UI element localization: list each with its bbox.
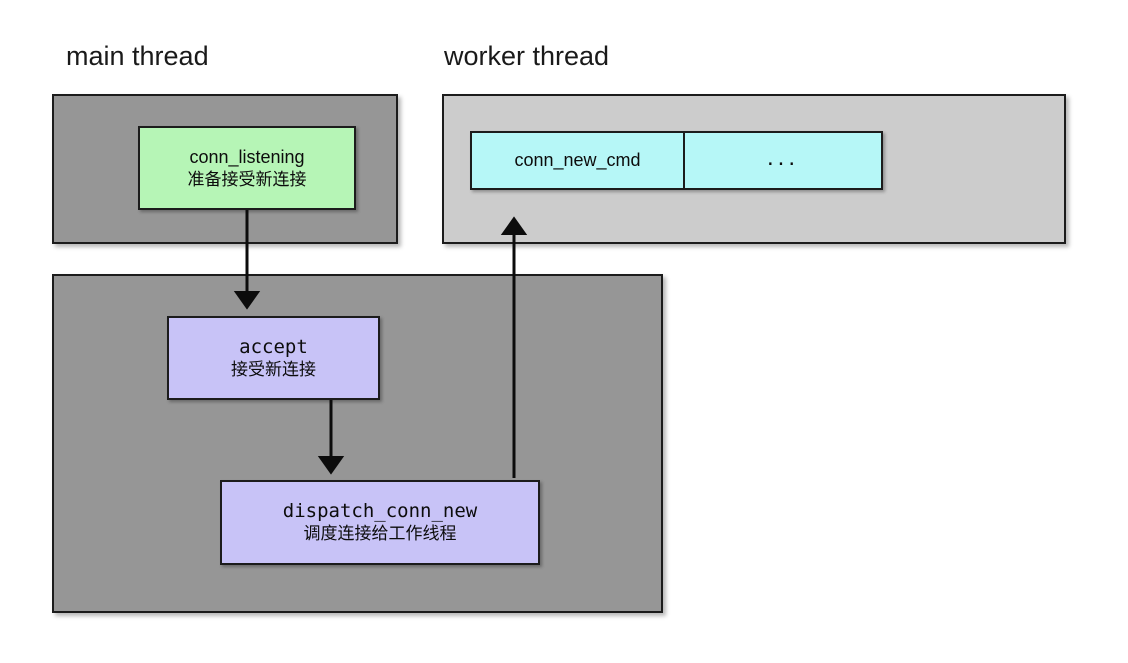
node-accept-name: accept <box>239 335 308 358</box>
node-dispatch-conn-new-name: dispatch_conn_new <box>282 500 478 522</box>
lane-title-main-thread: main thread <box>66 41 209 71</box>
node-dispatch-conn-new-desc: 调度连接给工作线程 <box>303 524 457 544</box>
node-dispatch-conn-new[interactable]: dispatch_conn_new 调度连接给工作线程 <box>220 480 540 565</box>
node-accept[interactable]: accept 接受新连接 <box>167 316 380 400</box>
node-conn-listening-name: conn_listening <box>189 146 305 167</box>
worker-command-queue[interactable]: conn_new_cmd ... <box>470 131 883 190</box>
queue-cell-ellipsis[interactable]: ... <box>685 133 881 188</box>
node-conn-listening-desc: 准备接受新连接 <box>187 169 307 190</box>
lane-title-worker-thread: worker thread <box>444 41 610 71</box>
node-accept-desc: 接受新连接 <box>231 359 316 380</box>
queue-cell-conn-new-cmd[interactable]: conn_new_cmd <box>472 133 685 188</box>
node-conn-listening[interactable]: conn_listening 准备接受新连接 <box>138 126 356 210</box>
